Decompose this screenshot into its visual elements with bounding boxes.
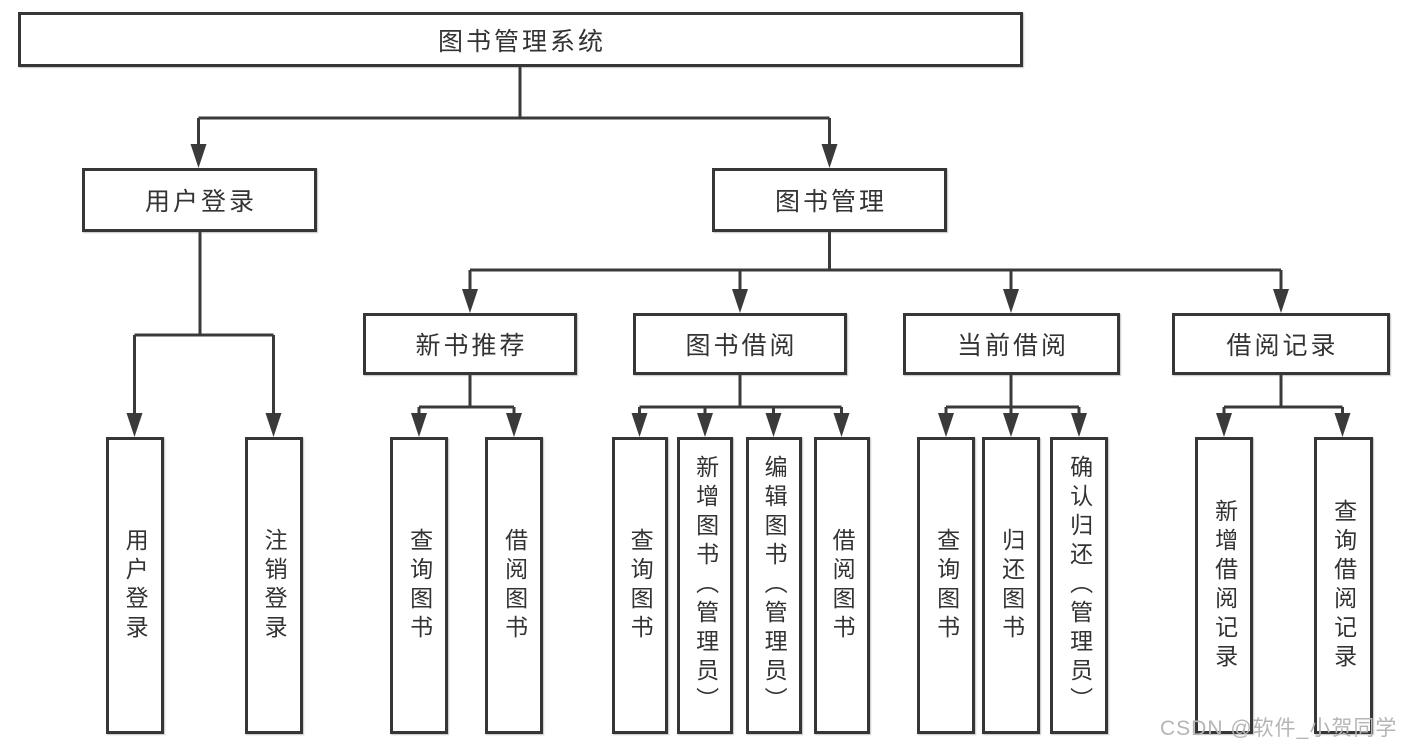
connector-borrow-records-subtree <box>1222 375 1344 415</box>
arrowhead <box>506 413 522 437</box>
arrowhead <box>821 144 838 168</box>
arrowhead <box>411 413 427 437</box>
leaf-borrow-borrow-books: 借阅图书 <box>813 437 870 734</box>
node-user-login: 用户登录 <box>82 168 317 232</box>
node-new-book-recommend: 新书推荐 <box>363 313 577 375</box>
connector-current-borrow-subtree <box>944 375 1081 415</box>
node-book-management: 图书管理 <box>712 168 947 232</box>
arrowhead <box>265 413 282 437</box>
connector-new-book-subtree <box>417 375 516 415</box>
node-root-label: 图书管理系统 <box>437 27 606 56</box>
arrowhead <box>1334 413 1351 437</box>
connector-book-mgmt-to-level3 <box>468 232 1283 291</box>
node-book-borrowing: 图书借阅 <box>633 313 847 375</box>
connector-user-login-subtree <box>133 232 275 415</box>
arrowhead <box>1273 289 1289 313</box>
leaf-borrow-add-books-admin: 新增图书（管理员） <box>677 437 733 734</box>
arrowhead <box>1216 413 1232 437</box>
leaf-records-query-record: 查询借阅记录 <box>1313 437 1373 734</box>
leaf-current-query-books: 查询图书 <box>917 437 975 734</box>
node-borrowing-records: 借阅记录 <box>1172 313 1390 375</box>
leaf-current-return-books: 归还图书 <box>982 437 1040 734</box>
arrowhead <box>1003 289 1019 313</box>
arrowhead <box>631 413 648 437</box>
node-borrowing-records-label: 借阅记录 <box>1226 332 1339 360</box>
leaf-newbook-borrow-books: 借阅图书 <box>485 437 543 734</box>
node-root: 图书管理系统 <box>18 12 1023 67</box>
arrowhead <box>190 144 207 168</box>
arrowhead <box>1071 413 1087 437</box>
node-book-borrowing-label: 图书借阅 <box>685 332 798 360</box>
csdn-watermark: CSDN @软件_小贺同学 <box>1160 717 1398 740</box>
arrowhead <box>1003 413 1019 437</box>
node-book-management-label: 图书管理 <box>774 188 887 216</box>
connector-book-borrow-subtree <box>638 375 843 415</box>
leaf-borrow-query-books: 查询图书 <box>611 437 668 734</box>
node-user-login-label: 用户登录 <box>144 188 257 216</box>
leaf-records-add-record: 新增借阅记录 <box>1195 437 1253 734</box>
arrowhead <box>732 289 748 313</box>
arrowhead <box>462 289 478 313</box>
arrowhead <box>938 413 954 437</box>
arrowhead <box>126 413 143 437</box>
leaf-user-login: 用户登录 <box>105 437 164 734</box>
leaf-newbook-query-books: 查询图书 <box>390 437 448 734</box>
arrowhead <box>697 413 713 437</box>
node-new-book-recommend-label: 新书推荐 <box>415 332 528 360</box>
leaf-current-confirm-return-admin: 确认归还（管理员） <box>1050 437 1108 734</box>
leaf-borrow-edit-books-admin: 编辑图书（管理员） <box>745 437 802 734</box>
node-current-borrowing: 当前借阅 <box>903 313 1120 375</box>
arrowhead <box>765 413 782 437</box>
node-current-borrowing-label: 当前借阅 <box>956 332 1069 360</box>
arrowhead <box>833 413 850 437</box>
connector-root-to-level2 <box>197 67 831 146</box>
leaf-logout: 注销登录 <box>244 437 303 734</box>
